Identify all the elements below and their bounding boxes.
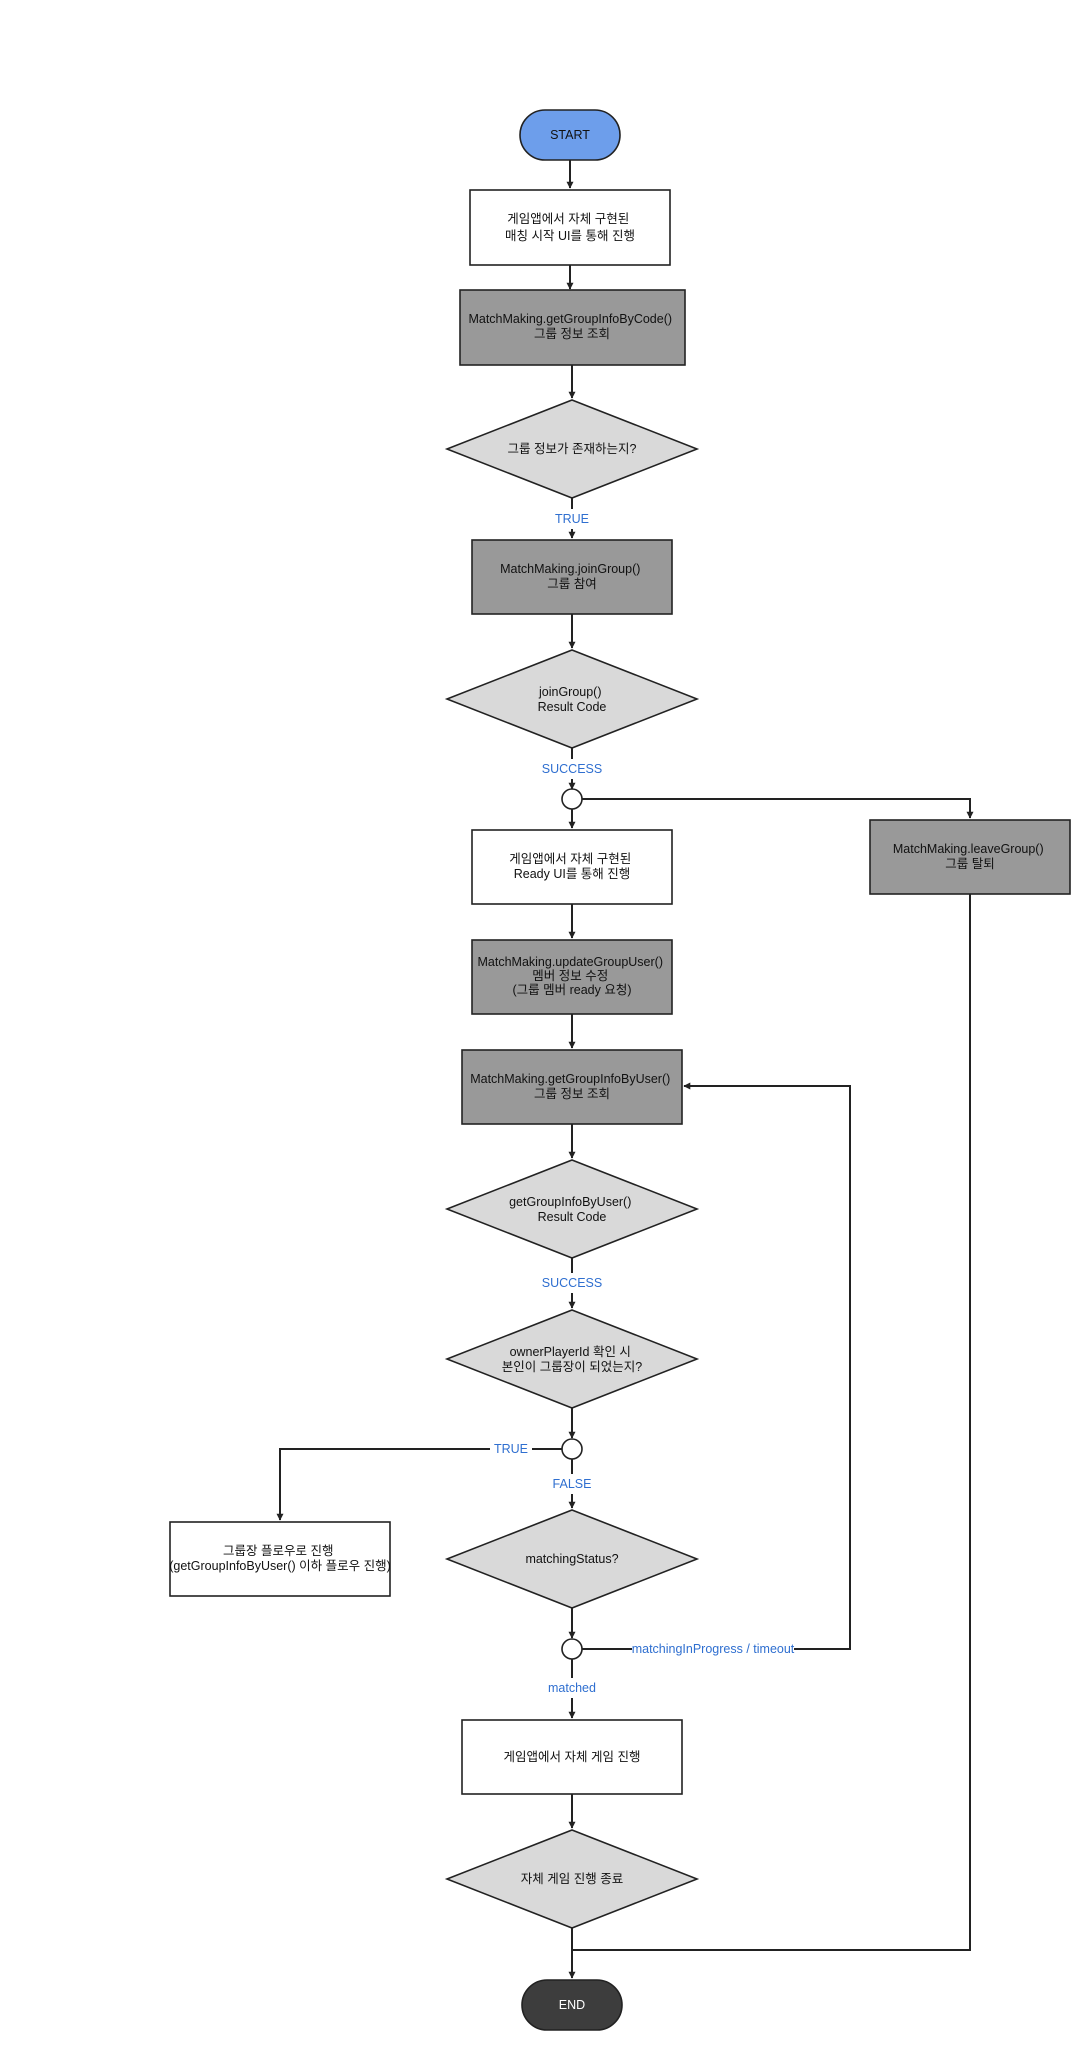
label-false-1: FALSE bbox=[553, 1477, 592, 1491]
leave-group-line-1: MatchMaking.leaveGroup() bbox=[893, 842, 1044, 856]
svg-text:게임앱에서 자체 구현된 매칭 시작 UI를: 게임앱에서 자체 구현된 매칭 시작 UI를 통해 진행 bbox=[505, 212, 635, 243]
junction-after-join-result bbox=[561, 788, 583, 810]
join-group-line-1: MatchMaking.joinGroup() bbox=[500, 562, 640, 576]
update-group-user-process: MatchMaking.updateGroupUser() 멤버 정보 수정 (… bbox=[471, 939, 673, 1015]
label-true-2: TRUE bbox=[494, 1442, 528, 1456]
svg-text:MatchMaking.updateGroupUser(): MatchMaking.updateGroupUser() 멤버 정보 수정 (… bbox=[478, 955, 667, 997]
join-group-result-decision: joinGroup() Result Code bbox=[444, 649, 700, 749]
edge-junction-to-leave bbox=[582, 798, 974, 819]
label-matched: matched bbox=[548, 1681, 596, 1695]
svg-text:MatchMaking.getGroupInfoByUser: MatchMaking.getGroupInfoByUser() 그룹 정보 조… bbox=[470, 1072, 674, 1101]
get-by-code-line-1: MatchMaking.getGroupInfoByCode() bbox=[468, 312, 672, 326]
owner-flow-process: 그룹장 플로우로 진행 (getGroupInfoByUser() 이하 플로우… bbox=[169, 1521, 391, 1597]
owner-flow-line-2: (getGroupInfoByUser() 이하 플로우 진행) bbox=[169, 1558, 391, 1573]
junction-after-matching-status bbox=[561, 1638, 583, 1660]
get-by-user-line-1: MatchMaking.getGroupInfoByUser() bbox=[470, 1072, 670, 1086]
junctions bbox=[561, 788, 583, 1660]
svg-text:MatchMaking.getGroupInfoByCode: MatchMaking.getGroupInfoByCode() 그룹 정보 조… bbox=[468, 312, 675, 341]
get-user-result-line-1: getGroupInfoByUser() bbox=[509, 1195, 631, 1209]
start-label: START bbox=[550, 128, 590, 142]
update-user-line-2: 멤버 정보 수정 bbox=[532, 969, 608, 983]
start-node: START bbox=[519, 109, 621, 161]
svg-text:게임앱에서 자체 구현된 Ready UI를: 게임앱에서 자체 구현된 Ready UI를 통해 진행 bbox=[509, 852, 634, 881]
junction-after-owner-check bbox=[561, 1438, 583, 1460]
custom-game-process: 게임앱에서 자체 게임 진행 bbox=[461, 1719, 683, 1795]
svg-text:ownerPlayerId 확인 시 본인이: ownerPlayerId 확인 시 본인이 그룹장이 되었는지? bbox=[502, 1345, 642, 1374]
label-success-1: SUCCESS bbox=[542, 762, 602, 776]
matching-status-label: matchingStatus? bbox=[525, 1552, 618, 1566]
ready-ui-line-2: Ready UI를 통해 진행 bbox=[514, 866, 631, 881]
owner-check-line-1: ownerPlayerId 확인 시 bbox=[510, 1345, 631, 1359]
game-end-label: 자체 게임 진행 종료 bbox=[521, 1871, 623, 1886]
matching-status-decision: matchingStatus? bbox=[444, 1509, 700, 1609]
group-exists-decision: 그룹 정보가 존재하는지? bbox=[444, 399, 700, 499]
label-matching-in-progress: matchingInProgress / timeout bbox=[632, 1642, 795, 1656]
edge-labels: TRUE SUCCESS SUCCESS TRUE FALSE matching… bbox=[490, 509, 795, 1698]
custom-match-ui-line-1: 게임앱에서 자체 구현된 bbox=[507, 212, 629, 226]
edge-junction-to-owner-flow bbox=[276, 1448, 562, 1521]
owner-flow-line-1: 그룹장 플로우로 진행 bbox=[223, 1543, 333, 1558]
update-user-line-1: MatchMaking.updateGroupUser() bbox=[478, 955, 664, 969]
edge-leave-to-end bbox=[572, 894, 971, 1951]
leave-group-line-2: 그룹 탈퇴 bbox=[945, 857, 994, 871]
label-success-2: SUCCESS bbox=[542, 1276, 602, 1290]
group-exists-label: 그룹 정보가 존재하는지? bbox=[508, 442, 637, 456]
owner-check-line-2: 본인이 그룹장이 되었는지? bbox=[502, 1360, 642, 1374]
leave-group-process: MatchMaking.leaveGroup() 그룹 탈퇴 bbox=[869, 819, 1071, 895]
nodes: START 게임앱에서 자체 구현된 매칭 시작 UI를 통해 진행 Match… bbox=[169, 109, 1071, 2031]
owner-check-decision: ownerPlayerId 확인 시 본인이 그룹장이 되었는지? bbox=[444, 1309, 700, 1409]
ready-ui-line-1: 게임앱에서 자체 구현된 bbox=[509, 852, 631, 866]
svg-text:MatchMaking.joinGroup(): MatchMaking.joinGroup() 그룹 참여 bbox=[500, 562, 644, 591]
join-group-line-2: 그룹 참여 bbox=[547, 577, 596, 591]
join-result-line-1: joinGroup() bbox=[538, 685, 602, 699]
get-group-info-by-code-process: MatchMaking.getGroupInfoByCode() 그룹 정보 조… bbox=[459, 289, 686, 366]
get-by-code-line-2: 그룹 정보 조회 bbox=[534, 327, 610, 341]
label-true-1: TRUE bbox=[555, 512, 589, 526]
custom-match-ui-line-2: 매칭 시작 UI를 통해 진행 bbox=[505, 228, 635, 243]
custom-match-ui-process: 게임앱에서 자체 구현된 매칭 시작 UI를 통해 진행 bbox=[469, 189, 671, 266]
end-label: END bbox=[559, 1998, 585, 2012]
join-result-line-2: Result Code bbox=[538, 700, 607, 714]
svg-text:joinGroup() Result Cod: joinGroup() Result Code bbox=[538, 685, 607, 714]
end-node: END bbox=[521, 1979, 623, 2031]
get-by-user-line-2: 그룹 정보 조회 bbox=[534, 1087, 610, 1101]
game-end-decision: 자체 게임 진행 종료 bbox=[444, 1829, 700, 1929]
get-group-info-result-decision: getGroupInfoByUser() Result Code bbox=[444, 1159, 700, 1259]
custom-ready-ui-process: 게임앱에서 자체 구현된 Ready UI를 통해 진행 bbox=[471, 829, 673, 905]
svg-text:그룹장 플로우로 진행 (getGroupI: 그룹장 플로우로 진행 (getGroupInfoByUser() 이하 플로우… bbox=[169, 1543, 391, 1573]
get-user-result-line-2: Result Code bbox=[538, 1210, 607, 1224]
join-group-process: MatchMaking.joinGroup() 그룹 참여 bbox=[471, 539, 673, 615]
svg-text:MatchMaking.leaveGroup(): MatchMaking.leaveGroup() 그룹 탈퇴 bbox=[893, 842, 1047, 871]
svg-text:getGroupInfoByUser() R: getGroupInfoByUser() Result Code bbox=[509, 1195, 635, 1224]
update-user-line-3: (그룹 멤버 ready 요청) bbox=[512, 983, 631, 997]
custom-game-label: 게임앱에서 자체 게임 진행 bbox=[504, 1749, 641, 1764]
get-group-info-by-user-process: MatchMaking.getGroupInfoByUser() 그룹 정보 조… bbox=[461, 1049, 683, 1125]
